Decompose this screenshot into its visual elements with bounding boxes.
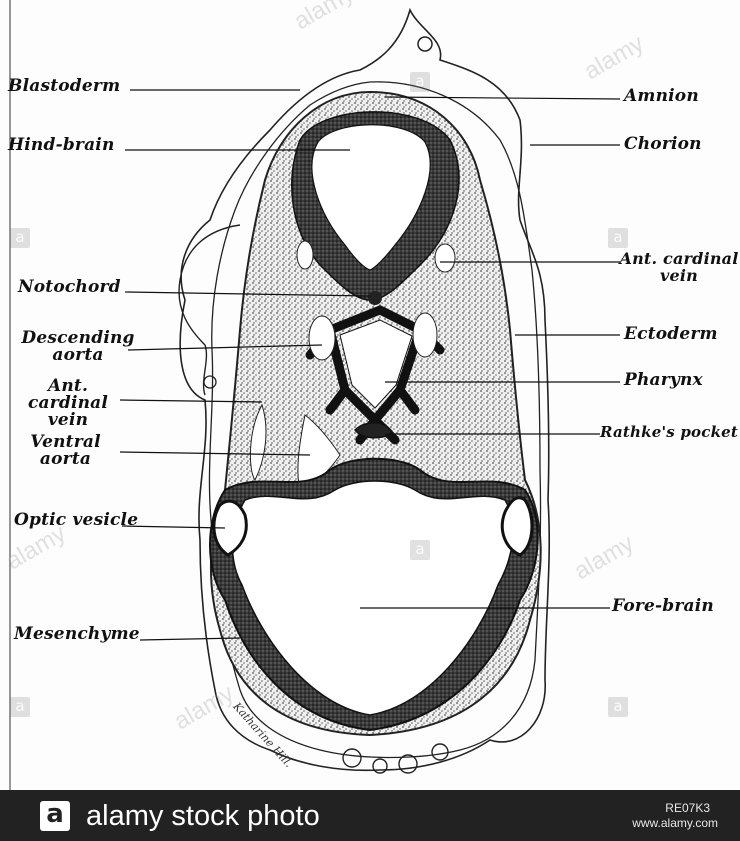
- label-descending-aorta: Descending aorta: [18, 330, 138, 364]
- watermark-icon: a: [608, 228, 628, 248]
- chorion-knot: [432, 744, 448, 760]
- label-ant-cardinal-vein-left: Ant. cardinal vein: [8, 378, 128, 429]
- svg-text:alamy: alamy: [290, 0, 359, 35]
- chorion-knot: [373, 759, 387, 773]
- watermark-icon: a: [608, 697, 628, 717]
- label-chorion: Chorion: [624, 136, 702, 153]
- label-mesenchyme: Mesenchyme: [14, 626, 140, 643]
- label-notochord: Notochord: [18, 279, 121, 296]
- brand-text: alamy stock photo: [86, 799, 320, 833]
- watermark-icon: a: [410, 72, 430, 92]
- watermark-icon: a: [410, 540, 430, 560]
- label-amnion: Amnion: [624, 88, 699, 105]
- descending-aorta-lumen-right: [413, 313, 437, 357]
- chorion-knot: [343, 749, 361, 767]
- chorion-knot: [418, 37, 432, 51]
- alamy-logo-icon: a: [40, 801, 70, 831]
- watermark-icon: a: [10, 228, 30, 248]
- label-line: Ant. cardinal: [8, 378, 128, 412]
- label-blastoderm: Blastoderm: [8, 78, 120, 95]
- label-hind-brain: Hind-brain: [8, 137, 115, 154]
- label-rathkes-pocket: Rathke's pocket: [600, 424, 738, 441]
- label-ectoderm: Ectoderm: [624, 326, 718, 343]
- label-ant-cardinal-vein-right: Ant. cardinal vein: [618, 250, 740, 284]
- label-line: vein: [8, 412, 128, 429]
- label-pharynx: Pharynx: [624, 372, 703, 389]
- svg-text:alamy: alamy: [570, 530, 639, 585]
- label-line: aorta: [18, 451, 113, 468]
- ant-cardinal-vein-left-lumen: [297, 241, 313, 269]
- descending-aorta-lumen: [309, 316, 335, 360]
- chorion-bead: [204, 376, 216, 388]
- image-id: RE07K3: [665, 802, 710, 815]
- watermark-icon: a: [10, 697, 30, 717]
- notochord-shape: [368, 291, 382, 305]
- label-line: Ant. cardinal: [618, 250, 740, 267]
- ant-cardinal-vein-right-lumen: [435, 244, 455, 272]
- svg-text:alamy: alamy: [170, 680, 239, 735]
- chorion-fold-left: [179, 225, 240, 395]
- label-line: vein: [618, 267, 740, 284]
- site-url: www.alamy.com: [632, 817, 718, 830]
- label-fore-brain: Fore-brain: [612, 598, 714, 615]
- stock-footer-bar: a alamy stock photo RE07K3 www.alamy.com: [0, 790, 740, 841]
- label-line: aorta: [18, 347, 138, 364]
- label-optic-vesicle: Optic vesicle: [14, 512, 138, 529]
- label-ventral-aorta: Ventral aorta: [18, 434, 113, 468]
- svg-text:alamy: alamy: [580, 30, 649, 85]
